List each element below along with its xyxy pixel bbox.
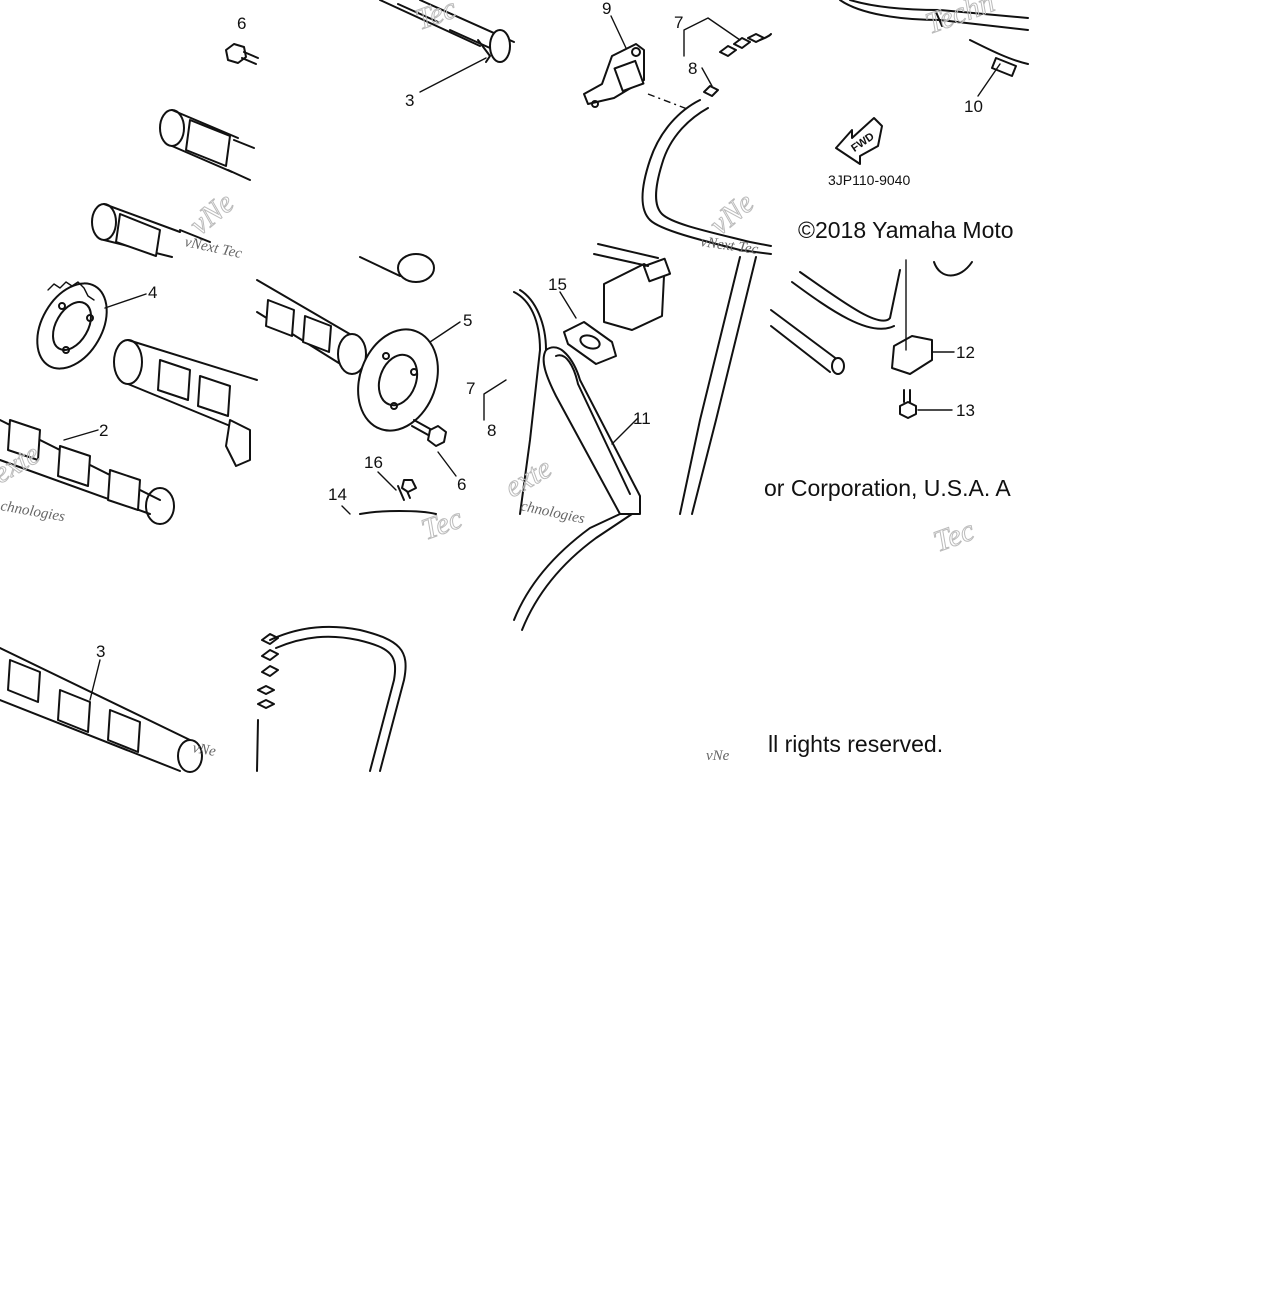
chain-tensioner-icon: [593, 243, 672, 331]
timing-chain-icon: [513, 256, 757, 515]
gasket-icon: [563, 321, 617, 365]
fwd-arrow-icon: FWD: [835, 117, 883, 165]
leader-line: [104, 293, 147, 309]
camshaft-intake-icon: [0, 419, 175, 525]
callout-7-mid: 7: [466, 379, 475, 398]
tile-top-left: 6 vNext Tec vNe: [91, 14, 259, 262]
watermark-text: exte: [499, 451, 557, 504]
chain-guide-exhaust-icon: [839, 0, 1029, 77]
copyright-line-3: ll rights reserved.: [768, 731, 943, 757]
callout-16: 16: [364, 453, 383, 472]
timing-chain-icon: [256, 625, 407, 772]
callout-8-mid: 8: [487, 421, 496, 440]
callout-3-top: 3: [405, 91, 414, 110]
cam-sprocket-icon: [357, 328, 439, 432]
leader-line: [611, 417, 639, 445]
callout-7-top: 7: [674, 13, 683, 32]
camshaft-intake-end-icon: [159, 109, 255, 181]
watermark-text: vNext Tec: [699, 234, 759, 258]
part-code: 3JP110-9040: [828, 172, 910, 188]
tile-top-center-right: 9 7 8 vNext Tec vNe: [583, 0, 772, 258]
chain-guide-intake-icon: [542, 346, 641, 515]
callout-14: 14: [328, 485, 347, 504]
tile-bottom-center-right: vNe: [513, 513, 730, 764]
timing-chain-icon: [513, 513, 633, 631]
leader-line: [89, 659, 101, 701]
camshaft-exhaust-icon: [113, 339, 258, 467]
chain-guide-stopper-icon: [583, 43, 645, 108]
bolt-icon: [899, 389, 917, 419]
watermark-text: Tec: [417, 502, 466, 547]
leader-line: [559, 291, 577, 319]
leader-line: [701, 67, 713, 87]
leader-line: [419, 57, 487, 93]
callout-10: 10: [964, 97, 983, 116]
leader-line: [377, 471, 397, 491]
callout-6-mid: 6: [457, 475, 466, 494]
bolt-icon: [225, 43, 259, 65]
tile-mid-right: 12 13 or Corporation, U.S.A. A: [764, 259, 1011, 501]
leader-line: [977, 63, 1001, 97]
tile-bottom-left: 3 vNe: [0, 642, 217, 773]
tile-mid-center-right: 15 7 8 11 chnologies exte: [466, 243, 757, 527]
tile-mid-left: 4 2 chnologies exte: [0, 281, 258, 525]
callout-9: 9: [602, 0, 611, 18]
watermark-text: vNext Tec: [183, 234, 244, 262]
callout-12: 12: [956, 343, 975, 362]
camshaft-exhaust-end-icon: [91, 203, 211, 258]
watermark-text: Tec: [929, 514, 978, 559]
callout-4: 4: [148, 283, 157, 302]
callout-8-top: 8: [688, 59, 697, 78]
callout-2: 2: [99, 421, 108, 440]
bracket-line: [483, 379, 507, 421]
watermark-text: vNe: [191, 740, 217, 760]
callout-5: 5: [463, 311, 472, 330]
cam-sprocket-icon: [36, 281, 108, 370]
leader-line: [610, 15, 627, 49]
callout-6-top: 6: [237, 14, 246, 33]
chain-link-icon: [703, 33, 765, 97]
watermark-text: chnologies: [0, 498, 66, 525]
watermark-text: vNe: [706, 748, 730, 764]
bolt-icon: [397, 479, 417, 501]
leader-line: [429, 321, 461, 343]
bracket-line: [683, 17, 741, 57]
leader-line: [341, 505, 351, 515]
leader-line: [437, 451, 457, 477]
copyright-line-1: ©2018 Yamaha Moto: [798, 217, 1014, 243]
chain-guide-edge-icon: [770, 261, 973, 375]
tile-mid-center-left: 5 6 16 14 Tec: [256, 253, 472, 547]
bolt-icon: [411, 419, 447, 447]
callout-15: 15: [548, 275, 567, 294]
guide-stopper-icon: [891, 259, 933, 375]
timing-chain-icon: [641, 33, 772, 255]
tile-top-center-left: 3 Tec: [379, 0, 515, 110]
copyright-line-2: or Corporation, U.S.A. A: [764, 475, 1011, 501]
camshaft-intake-segment-icon: [256, 253, 435, 375]
callout-11: 11: [633, 409, 651, 428]
watermark-text: Techn: [921, 0, 999, 41]
watermark-text: vNe: [183, 186, 240, 241]
camshaft-exhaust-icon: [0, 647, 203, 773]
callout-3-bottom: 3: [96, 642, 105, 661]
tile-top-right: 10 FWD 3JP110-9040 ©2018 Yamaha Moto Tec…: [798, 0, 1029, 243]
chain-guide-edge: [359, 510, 437, 515]
callout-13: 13: [956, 401, 975, 420]
tile-bottom-center-left: [256, 625, 407, 772]
tile-bottom-right: ll rights reserved. Tec: [768, 513, 979, 757]
camshaft-icon: [379, 0, 515, 63]
watermark-text: chnologies: [519, 498, 586, 527]
leader-line: [63, 429, 99, 441]
alignment-line: [647, 93, 691, 111]
